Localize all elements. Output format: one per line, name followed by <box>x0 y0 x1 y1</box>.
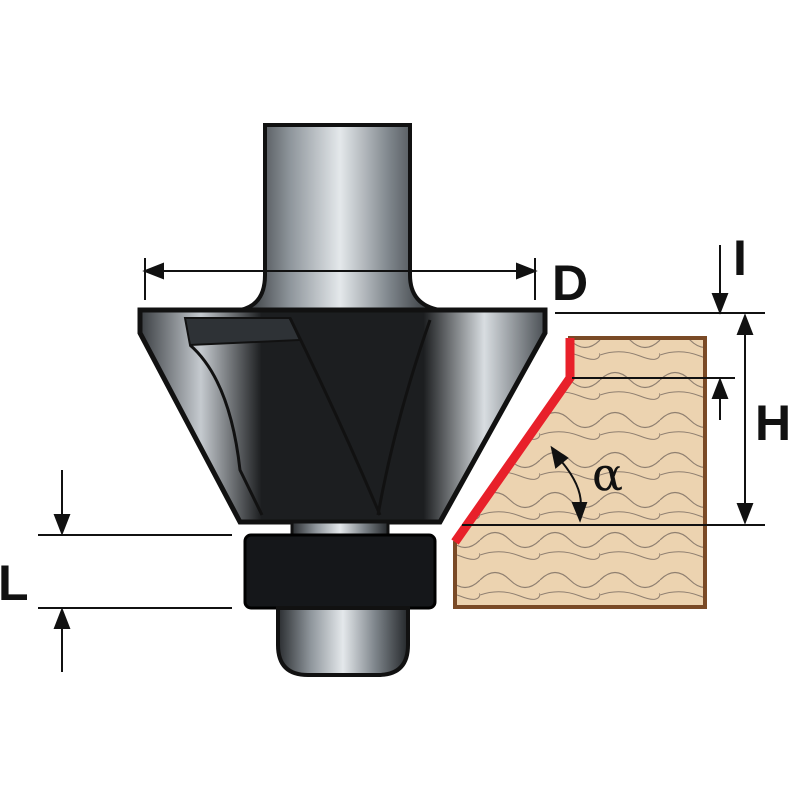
dimension-lines <box>38 245 765 672</box>
wood-workpiece <box>451 336 707 609</box>
label-chamfer-offset: I <box>733 230 747 286</box>
label-diameter: D <box>552 255 588 311</box>
shank-upper <box>239 123 441 312</box>
label-angle: α <box>592 447 623 501</box>
label-bearing-length: L <box>0 555 29 611</box>
shank-lower <box>276 606 410 677</box>
bearing <box>243 533 437 610</box>
cut-edge <box>451 338 575 545</box>
cutter-body <box>137 307 548 525</box>
label-height: H <box>755 395 791 451</box>
